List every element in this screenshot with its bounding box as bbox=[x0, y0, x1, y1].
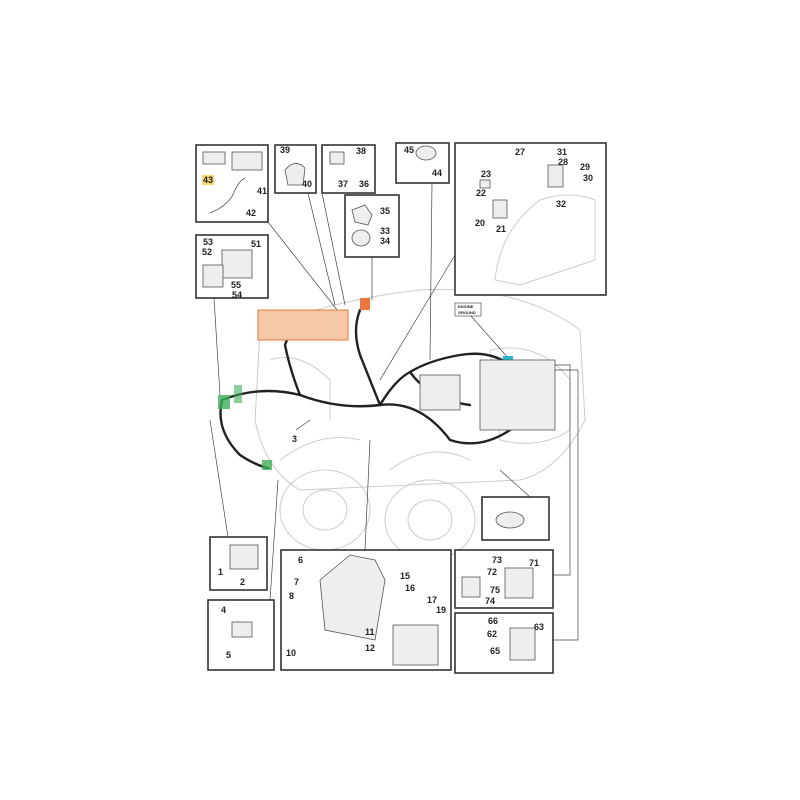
part-label-44: 44 bbox=[432, 168, 442, 178]
part-label-21: 21 bbox=[496, 224, 506, 234]
part-label-27: 27 bbox=[515, 147, 525, 157]
part-label-4: 4 bbox=[221, 605, 226, 615]
orange-connector bbox=[360, 298, 370, 310]
part-label-75: 75 bbox=[490, 585, 500, 595]
part-label-62: 62 bbox=[487, 629, 497, 639]
engine-ground-text: GROUND bbox=[458, 310, 476, 315]
part-label-32: 32 bbox=[556, 199, 566, 209]
part-label-29: 29 bbox=[580, 162, 590, 172]
green-connector bbox=[262, 460, 272, 470]
part-label-54: 54 bbox=[232, 290, 242, 300]
battery-tray bbox=[419, 374, 461, 411]
part-label-55: 55 bbox=[231, 280, 241, 290]
orange-panel bbox=[257, 309, 349, 341]
part-label-71: 71 bbox=[529, 558, 539, 568]
highlight-marker bbox=[202, 175, 214, 185]
part-label-73: 73 bbox=[492, 555, 502, 565]
part-label-34: 34 bbox=[380, 236, 390, 246]
connectors bbox=[218, 298, 556, 470]
part-label-72: 72 bbox=[487, 567, 497, 577]
box-ignition bbox=[344, 194, 400, 258]
part-label-42: 42 bbox=[246, 208, 256, 218]
part-label-37: 37 bbox=[338, 179, 348, 189]
part-label-35: 35 bbox=[380, 206, 390, 216]
part-label-17: 17 bbox=[427, 595, 437, 605]
part-label-30: 30 bbox=[583, 173, 593, 183]
part-label-33: 33 bbox=[380, 226, 390, 236]
part-label-16: 16 bbox=[405, 583, 415, 593]
part-label-51: 51 bbox=[251, 239, 261, 249]
part-label-5: 5 bbox=[226, 650, 231, 660]
part-label-40: 40 bbox=[302, 179, 312, 189]
engine-ground-text: ENGINE bbox=[458, 304, 474, 309]
box-relay bbox=[321, 144, 376, 194]
part-label-12: 12 bbox=[365, 643, 375, 653]
part-label-2: 2 bbox=[240, 577, 245, 587]
part-label-74: 74 bbox=[485, 596, 495, 606]
box-dashboard bbox=[454, 142, 607, 296]
sensor-part bbox=[202, 151, 226, 165]
part-label-7: 7 bbox=[294, 577, 299, 587]
part-label-15: 15 bbox=[400, 571, 410, 581]
leader-lines bbox=[209, 182, 579, 641]
main-harness bbox=[219, 308, 512, 470]
part-label-19: 19 bbox=[436, 605, 446, 615]
part-label-11: 11 bbox=[365, 627, 375, 637]
part-label-28: 28 bbox=[558, 157, 568, 167]
part-label-6: 6 bbox=[298, 555, 303, 565]
part-label-45: 45 bbox=[404, 145, 414, 155]
part-label-1: 1 bbox=[218, 567, 223, 577]
part-label-8: 8 bbox=[289, 591, 294, 601]
part-label-3: 3 bbox=[292, 434, 297, 444]
engine bbox=[479, 359, 556, 431]
part-label-53: 53 bbox=[203, 237, 213, 247]
part-label-38: 38 bbox=[356, 146, 366, 156]
part-label-66: 66 bbox=[488, 616, 498, 626]
part-label-39: 39 bbox=[280, 145, 290, 155]
part-label-63: 63 bbox=[534, 622, 544, 632]
part-label-10: 10 bbox=[286, 648, 296, 658]
part-label-20: 20 bbox=[475, 218, 485, 228]
plate-part bbox=[231, 151, 263, 171]
part-label-31: 31 bbox=[557, 147, 567, 157]
green-connector bbox=[234, 385, 242, 403]
green-connector bbox=[218, 395, 230, 409]
part-label-41: 41 bbox=[257, 186, 267, 196]
part-label-52: 52 bbox=[202, 247, 212, 257]
part-label-43: 43 bbox=[203, 175, 213, 185]
part-label-22: 22 bbox=[476, 188, 486, 198]
engine-ground-tag: ENGINE GROUND bbox=[454, 302, 482, 317]
detail-boxes bbox=[195, 142, 607, 674]
part-label-36: 36 bbox=[359, 179, 369, 189]
part-label-23: 23 bbox=[481, 169, 491, 179]
box-socket-lower bbox=[454, 612, 554, 674]
part-label-65: 65 bbox=[490, 646, 500, 656]
